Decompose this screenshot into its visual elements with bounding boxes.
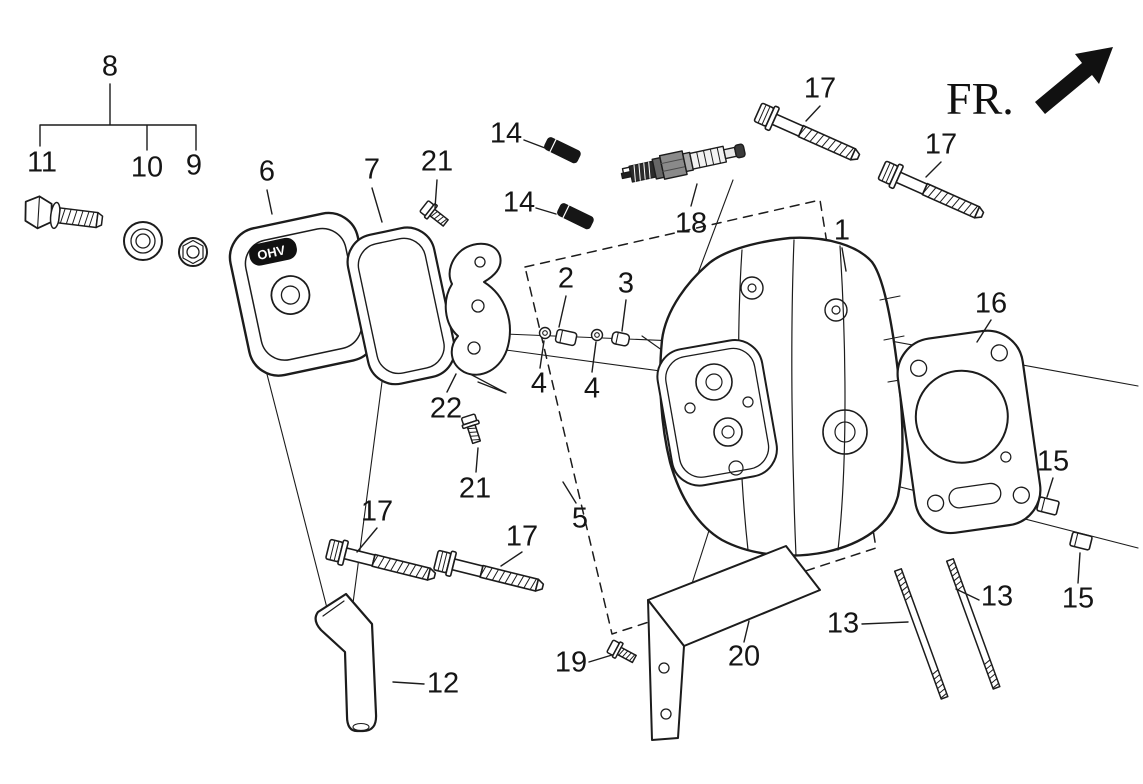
callout-14-7: 14 bbox=[489, 117, 523, 150]
part-valve-cap-3 bbox=[610, 331, 631, 347]
callout-22-18: 22 bbox=[429, 392, 463, 425]
part-spark-plug-18 bbox=[620, 143, 746, 183]
part-washer-10 bbox=[123, 221, 163, 261]
callout-17-11: 17 bbox=[924, 128, 958, 161]
dashed-assembly-outline bbox=[524, 199, 877, 635]
callout-5-20: 5 bbox=[571, 502, 589, 535]
callout-13-25: 13 bbox=[826, 607, 860, 640]
callout-4-17: 4 bbox=[583, 372, 601, 405]
part-stud-13-b bbox=[945, 557, 1001, 690]
part-seal-4-a bbox=[538, 326, 552, 340]
part-dowel-15-a bbox=[1036, 496, 1060, 516]
part-bolt-17-b bbox=[876, 157, 989, 228]
part-bolt-11 bbox=[24, 195, 104, 230]
part-bolt-21-b bbox=[459, 412, 486, 446]
part-seal-4-b bbox=[590, 328, 604, 342]
part-spring-seat-2 bbox=[554, 328, 578, 347]
part-cover-gasket-7 bbox=[346, 226, 456, 386]
callout-17-24: 17 bbox=[505, 520, 539, 553]
callout-16-13: 16 bbox=[974, 287, 1008, 320]
callout-7-5: 7 bbox=[363, 153, 381, 186]
part-valve-cover-6: OHV bbox=[228, 211, 379, 377]
part-breather-tube-12 bbox=[314, 592, 378, 733]
part-shield-20 bbox=[647, 545, 821, 741]
callout-10-2: 10 bbox=[130, 151, 164, 184]
callout-6-4: 6 bbox=[258, 155, 276, 188]
part-bolt-19 bbox=[605, 637, 640, 668]
callout-3-15: 3 bbox=[617, 267, 635, 300]
front-direction-label: FR. bbox=[946, 73, 1014, 124]
leader-lines bbox=[39, 83, 1081, 685]
callout-1-12: 1 bbox=[833, 214, 851, 247]
callout-20-29: 20 bbox=[727, 640, 761, 673]
ohv-embossed-text: OHV bbox=[256, 242, 287, 263]
callout-11-1: 11 bbox=[26, 146, 58, 179]
callout-13-26: 13 bbox=[980, 580, 1014, 613]
part-dowel-15-b bbox=[1069, 531, 1093, 551]
callout-15-21: 15 bbox=[1036, 445, 1070, 478]
callout-8-0: 8 bbox=[101, 50, 119, 83]
part-valve-guide-14-a bbox=[544, 137, 581, 164]
callout-12-27: 12 bbox=[426, 667, 460, 700]
part-bolt-17-a bbox=[752, 99, 865, 170]
callout-17-23: 17 bbox=[360, 495, 394, 528]
callout-21-19: 21 bbox=[458, 472, 492, 505]
callout-14-8: 14 bbox=[502, 186, 536, 219]
part-cylinder-head-1 bbox=[656, 236, 907, 557]
part-bracket-22 bbox=[444, 242, 511, 394]
part-head-gasket-16 bbox=[896, 329, 1042, 535]
callout-21-6: 21 bbox=[420, 145, 454, 178]
callout-2-14: 2 bbox=[557, 262, 575, 295]
part-nut-9 bbox=[178, 237, 208, 267]
part-bolt-17-d bbox=[432, 546, 547, 600]
part-stud-13-a bbox=[893, 567, 949, 700]
part-valve-guide-14-b bbox=[557, 203, 594, 230]
callout-15-22: 15 bbox=[1061, 582, 1095, 615]
callout-4-16: 4 bbox=[530, 367, 548, 400]
callout-19-28: 19 bbox=[554, 646, 588, 679]
front-direction-arrow bbox=[1035, 47, 1113, 114]
part-bolt-17-c bbox=[324, 535, 439, 589]
callout-18-9: 18 bbox=[674, 207, 708, 240]
callout-17-10: 17 bbox=[803, 72, 837, 105]
callout-9-3: 9 bbox=[185, 149, 203, 182]
